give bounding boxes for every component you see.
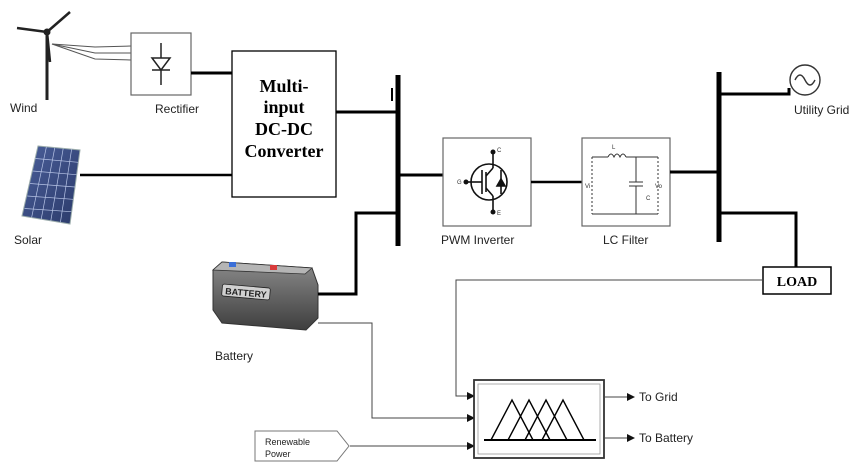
solar-label: Solar (14, 233, 42, 247)
to-grid-label: To Grid (639, 390, 678, 404)
pin-c-label: C (497, 148, 502, 154)
load-block: LOAD (762, 266, 832, 295)
pwm-inverter-block: C G E (442, 137, 532, 227)
solar-panel-icon (21, 145, 81, 225)
bus-load-wire (719, 211, 798, 267)
lc-filter-label: LC Filter (603, 233, 648, 247)
battery-icon: BATTERY (211, 261, 319, 331)
converter-line-3: DC-DC (255, 119, 313, 139)
lc-circuit-icon (591, 153, 659, 215)
renewable-line-2: Power (265, 449, 291, 459)
rectifier-block (130, 32, 192, 96)
gate-terminal (463, 179, 469, 185)
pwm-inverter-label: PWM Inverter (441, 233, 514, 247)
diode-icon (150, 43, 172, 85)
wind-turbine-icon (16, 11, 71, 100)
lc-l-label: L (612, 145, 616, 151)
emitter-terminal (490, 209, 496, 215)
pin-e-label: E (497, 211, 501, 217)
converter-line-2: input (263, 97, 304, 117)
igbt-icon (466, 152, 508, 212)
pin-g-label: G (457, 180, 462, 186)
converter-line-1: Multi- (260, 76, 309, 96)
wind-label: Wind (10, 101, 37, 115)
battery-signal-line (318, 322, 475, 422)
load-signal-line (455, 279, 763, 400)
renewable-line-1: Renewable (265, 437, 310, 447)
lc-c-label: C (646, 196, 651, 202)
renewable-power-tag: Renewable Power (254, 430, 350, 462)
battery-label: Battery (215, 349, 253, 363)
fuzzy-membership-icon (484, 398, 596, 441)
lc-vin-label: Vi (585, 184, 590, 190)
rectifier-label: Rectifier (155, 102, 199, 116)
collector-terminal (490, 149, 496, 155)
to-battery-label: To Battery (639, 431, 693, 445)
converter-line-4: Converter (245, 141, 324, 161)
battery-bus-wire (318, 211, 398, 296)
ac-source-icon (789, 64, 821, 96)
load-label: LOAD (777, 275, 817, 290)
wind-wires (51, 43, 132, 61)
bus-grid-wire (719, 88, 791, 96)
battery-case-label: BATTERY (225, 286, 267, 300)
utility-grid-label: Utility Grid (794, 103, 849, 117)
fuzzy-controller-block (473, 379, 605, 459)
lc-vout-label: Vo (655, 184, 663, 190)
dcdc-converter-block: Multi- input DC-DC Converter (231, 50, 337, 198)
lc-filter-block: L C Vi Vo (581, 137, 671, 227)
